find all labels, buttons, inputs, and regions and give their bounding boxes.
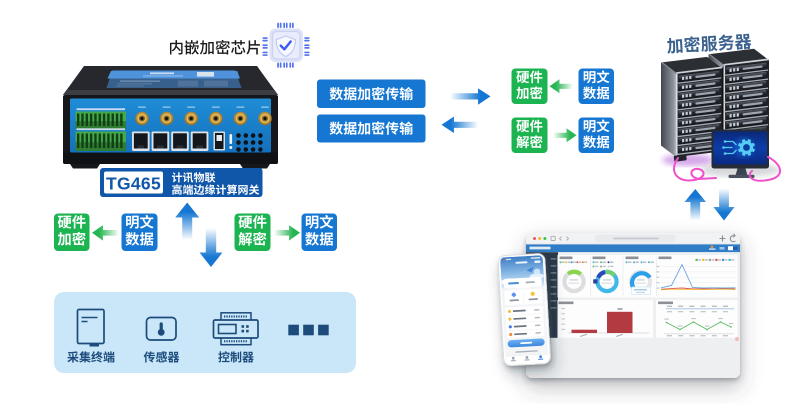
svg-text:TG465: TG465	[106, 174, 161, 194]
